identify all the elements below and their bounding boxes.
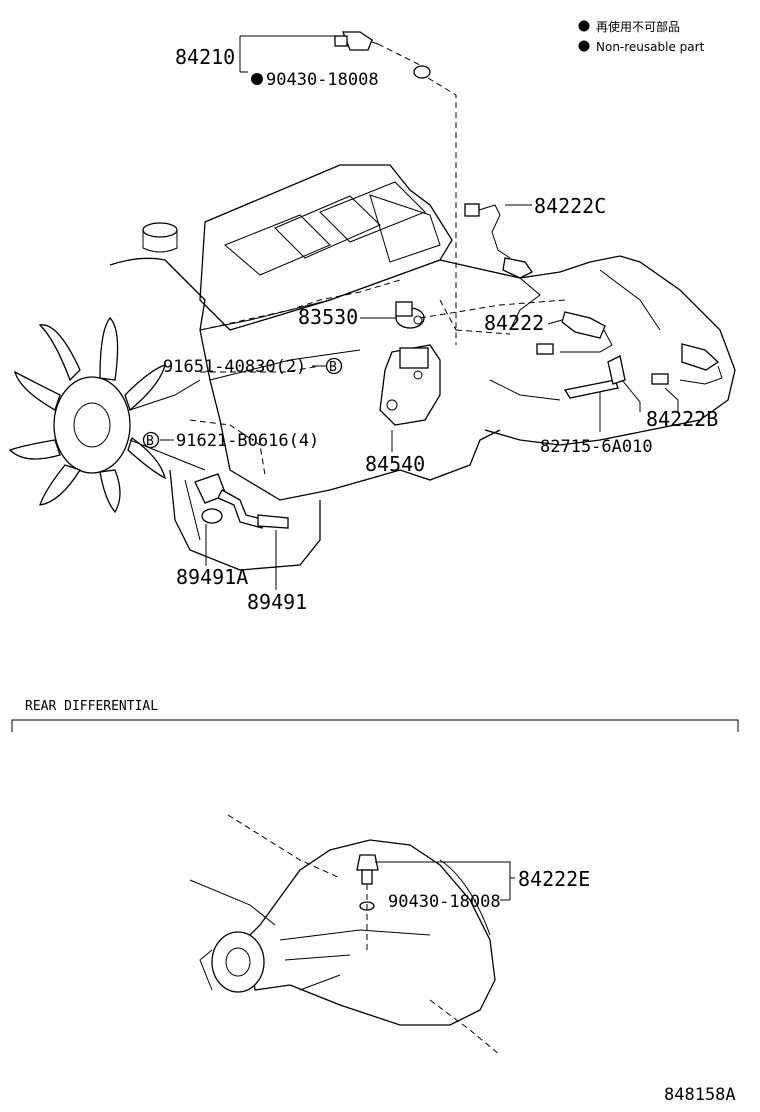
label-89491: 89491: [247, 590, 307, 614]
part-89491-shape: [194, 473, 289, 529]
label-90430-rear: 90430-18008: [388, 892, 501, 912]
part-84222B-shape: [651, 343, 723, 385]
rear-differential-section: REAR DIFFERENTIAL 84222E 90430: [11, 699, 739, 1056]
label-84540: 84540: [365, 452, 425, 476]
label-84222: 84222: [484, 311, 544, 335]
label-84222E: 84222E: [518, 867, 590, 891]
part-84222C-shape: [464, 203, 533, 279]
label-84210: 84210: [175, 45, 235, 69]
non-reusable-dot-icon: [251, 73, 263, 85]
legend-jp-text: 再使用不可部品: [596, 19, 680, 34]
part-labels-top: 84210 90430-18008 84222C 83530 84222 916…: [163, 45, 718, 614]
label-90430-top: 90430-18008: [266, 70, 379, 90]
non-reusable-dot-icon: [578, 20, 590, 32]
figure-id: 848158A: [664, 1085, 736, 1105]
legend: 再使用不可部品 Non-reusable part: [578, 19, 705, 54]
part-84540-shape: [379, 344, 441, 426]
dashed-routes: [189, 43, 566, 476]
label-84222B: 84222B: [646, 407, 718, 431]
parts-top: [194, 31, 723, 529]
gasket-ring: [413, 65, 431, 79]
cooling-fan: [8, 317, 166, 514]
label-84222C: 84222C: [534, 194, 606, 218]
label-82715: 82715-6A010: [540, 437, 653, 457]
label-91651: 91651-40830(2): [163, 357, 306, 377]
part-84210-shape: [334, 31, 379, 51]
section-title: REAR DIFFERENTIAL: [25, 699, 158, 714]
part-82715-shape: [563, 355, 626, 399]
label-89491A: 89491A: [176, 565, 248, 589]
callout-b-circle: [325, 357, 343, 375]
part-84222-shape: [536, 311, 613, 355]
leader-lines: [160, 35, 679, 590]
differential-housing: [189, 814, 501, 1056]
callout-b-circle: [142, 431, 160, 449]
part-84222E-shape: [356, 854, 379, 885]
callout-b-text: B: [146, 434, 154, 449]
label-91621: 91621-B0616(4): [176, 431, 319, 451]
label-83530: 83530: [298, 305, 358, 329]
legend-en-text: Non-reusable part: [596, 40, 705, 54]
non-reusable-dot-icon: [578, 40, 590, 52]
part-83530-shape: [395, 301, 425, 329]
callout-b-text: B: [329, 360, 337, 375]
engine-illustration: [8, 164, 736, 571]
callout-b-markers: B B: [142, 357, 343, 449]
